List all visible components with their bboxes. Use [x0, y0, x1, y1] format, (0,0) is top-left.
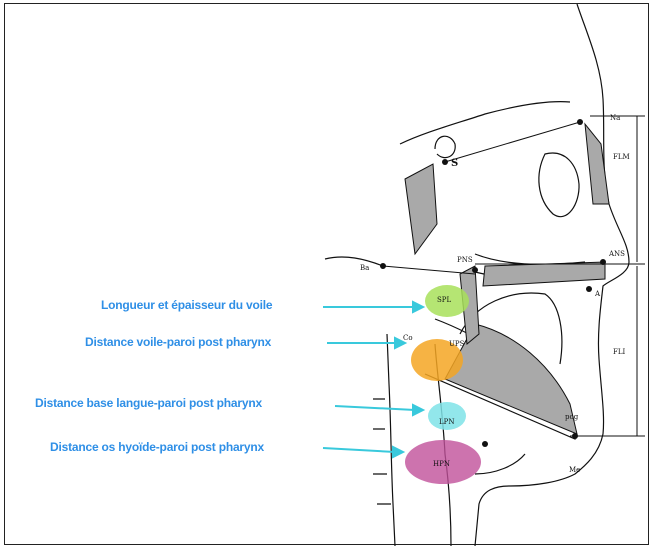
figure-frame: Na S Ba PNS ANS A Me FLM FLI SPL UPS Co …	[4, 3, 649, 545]
annotation-longueur-voile: Longueur et épaisseur du voile	[101, 298, 272, 312]
sphenoid-shaded	[405, 164, 437, 254]
label-co: Co	[403, 334, 413, 342]
arrow-base-langue	[335, 406, 415, 410]
label-ba: Ba	[360, 264, 369, 272]
point-s	[442, 159, 448, 165]
palate-shaded	[483, 262, 605, 286]
orbit-outline	[539, 153, 579, 217]
basion-line	[325, 257, 383, 266]
label-ups: UPS	[449, 340, 465, 348]
point-pog	[572, 433, 578, 439]
label-fli: FLI	[613, 348, 626, 356]
nasal-bone-shaded	[585, 124, 609, 204]
label-me: Me	[569, 466, 580, 474]
point-ans	[600, 259, 606, 265]
label-s: S	[451, 158, 458, 169]
annotation-base-langue: Distance base langue-paroi post pharynx	[35, 396, 262, 410]
ba-pns-line	[383, 266, 475, 274]
label-hpn: HPN	[433, 460, 450, 468]
arrow-os-hyoide-head	[393, 447, 403, 457]
label-spl: SPL	[437, 296, 452, 304]
pharynx-posterior-wall	[387, 334, 395, 546]
point-na	[577, 119, 583, 125]
label-na: Na	[610, 114, 620, 122]
label-ans: ANS	[608, 250, 625, 258]
annotation-os-hyoide: Distance os hyoïde-paroi post pharynx	[50, 440, 264, 454]
point-a	[586, 286, 592, 292]
label-pns: PNS	[457, 256, 473, 264]
cephalometric-diagram: Na S Ba PNS ANS A Me FLM FLI SPL UPS Co …	[5, 4, 650, 546]
annotation-voile-paroi: Distance voile-paroi post pharynx	[85, 335, 271, 349]
label-lpn: LPN	[439, 418, 454, 426]
label-pog: pog	[565, 413, 579, 421]
sella	[435, 136, 455, 157]
arrow-os-hyoide	[323, 448, 395, 452]
neck-outline	[475, 454, 525, 474]
s-na-line	[445, 122, 580, 162]
label-flm: FLM	[613, 153, 630, 161]
point-pns	[472, 267, 478, 273]
arrow-voile-head	[413, 302, 423, 312]
arrow-base-langue-head	[413, 405, 423, 415]
cranium-outline	[400, 102, 570, 144]
point-hyoid	[482, 441, 488, 447]
label-a: A	[594, 290, 601, 298]
point-ba	[380, 263, 386, 269]
